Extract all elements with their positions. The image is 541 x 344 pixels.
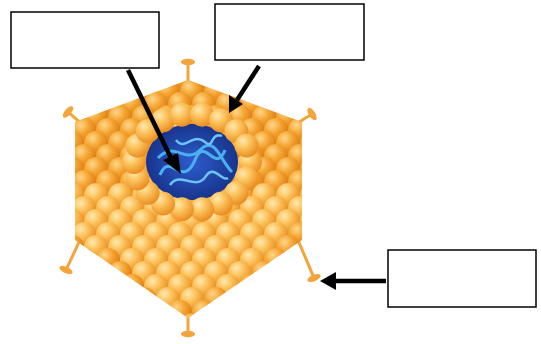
capsomere [48,66,72,90]
capsomere [264,66,288,90]
capsomere [252,261,276,285]
capsomere [288,300,312,324]
capsomere [228,287,252,311]
capsomere [192,300,216,324]
capsomere [300,131,324,155]
capsomere [48,274,72,298]
capsomere [276,287,300,311]
capsomere [48,170,72,194]
capsomere [48,222,72,246]
spike [181,59,195,82]
capsomere [48,144,72,168]
capsomere [120,300,144,324]
capsomere [144,300,168,324]
capsomere [264,300,288,324]
capsomere [72,92,96,116]
capsomere [84,79,108,103]
capsomere [204,313,228,337]
capsomere [72,66,96,90]
capsomere [120,274,144,298]
capsomere [276,313,300,337]
capsomere [300,79,324,103]
capsomere [300,183,324,207]
capsomere [235,134,259,158]
capsomere [288,274,312,298]
capsomere [228,313,252,337]
capsomere [60,287,84,311]
capsomere [60,79,84,103]
capsomere [300,313,324,337]
capsomere [240,300,264,324]
capsomere [132,287,156,311]
arrow-to-spike [320,272,386,290]
capsomere [48,300,72,324]
capsomere [96,300,120,324]
capsomere [276,261,300,285]
capsomere [132,313,156,337]
capsomere [84,261,108,285]
capsomere [300,287,324,311]
capsomere [108,261,132,285]
capsomere [108,79,132,103]
capsomere [72,274,96,298]
capsomere [252,79,276,103]
spike [58,240,80,276]
capsomere [300,209,324,233]
capsomere [264,248,288,272]
capsomere [108,313,132,337]
label-box-capsomere[interactable] [215,4,364,60]
label-box-spike[interactable] [388,250,536,307]
capsomere [156,313,180,337]
capsomere [96,66,120,90]
capsomere [144,66,168,90]
capsomere [264,274,288,298]
capsomere [48,118,72,142]
capsomere [252,287,276,311]
capsomere [60,313,84,337]
capsomere [276,235,300,259]
capsomere [72,300,96,324]
capsomere [108,287,132,311]
spike [298,240,322,284]
capsomere [204,287,228,311]
capsomere [216,300,240,324]
capsomere [240,274,264,298]
capsomere [300,157,324,181]
capsomere [252,313,276,337]
capsomere [96,274,120,298]
capsomere [84,287,108,311]
capsomere [84,313,108,337]
capsomere [48,196,72,220]
capsomere [276,79,300,103]
capsomere [216,66,240,90]
capsomere [288,66,312,90]
label-box-nucleic-acid[interactable] [11,12,159,68]
